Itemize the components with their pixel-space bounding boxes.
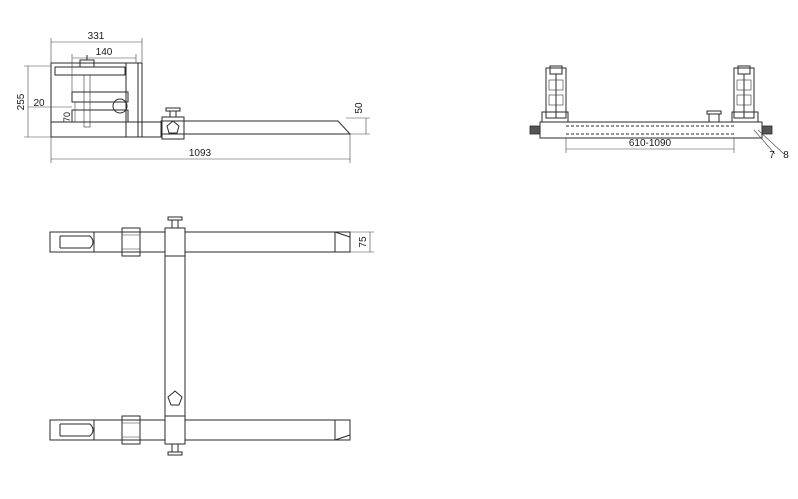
side-top-hook	[54, 66, 126, 76]
side-screw	[83, 74, 91, 128]
side-fork-blade	[160, 120, 352, 135]
top-view: 75	[49, 216, 374, 456]
front-crossbar	[539, 121, 763, 139]
dim-75: 75	[358, 236, 369, 248]
top-upper-fork	[49, 231, 351, 253]
top-lower-knob	[171, 443, 179, 453]
front-left-knob	[529, 125, 541, 135]
side-pentagon-knob	[166, 120, 180, 134]
top-upper-hook	[49, 231, 95, 253]
dim-70: 70	[62, 112, 72, 122]
dim-610-1090: 610-1090	[629, 138, 672, 149]
dim-20: 20	[33, 98, 45, 109]
callout-7: 7	[769, 150, 775, 161]
dim-140: 140	[96, 47, 113, 58]
dim-1093: 1093	[189, 148, 212, 159]
top-lower-fork	[49, 419, 351, 441]
side-mid-bracket	[71, 91, 129, 103]
top-center-bar	[164, 227, 186, 445]
top-upper-knob	[171, 219, 179, 229]
top-pentagon-knob	[167, 390, 183, 406]
top-lower-hook	[49, 419, 95, 441]
side-view: 331 140 255 20 70 50 1093	[16, 31, 370, 163]
side-pivot-circle	[112, 98, 128, 114]
dim-255: 255	[16, 93, 27, 110]
top-upper-clamp	[121, 227, 141, 257]
callout-8: 8	[783, 150, 789, 161]
top-lower-clamp	[121, 415, 141, 445]
side-knob-block	[161, 116, 185, 140]
front-right-knob	[761, 125, 773, 135]
front-view: 610-1090 7 8	[529, 65, 789, 161]
dim-331: 331	[88, 31, 105, 42]
dim-50: 50	[354, 102, 365, 114]
side-lower-bracket	[71, 109, 129, 123]
